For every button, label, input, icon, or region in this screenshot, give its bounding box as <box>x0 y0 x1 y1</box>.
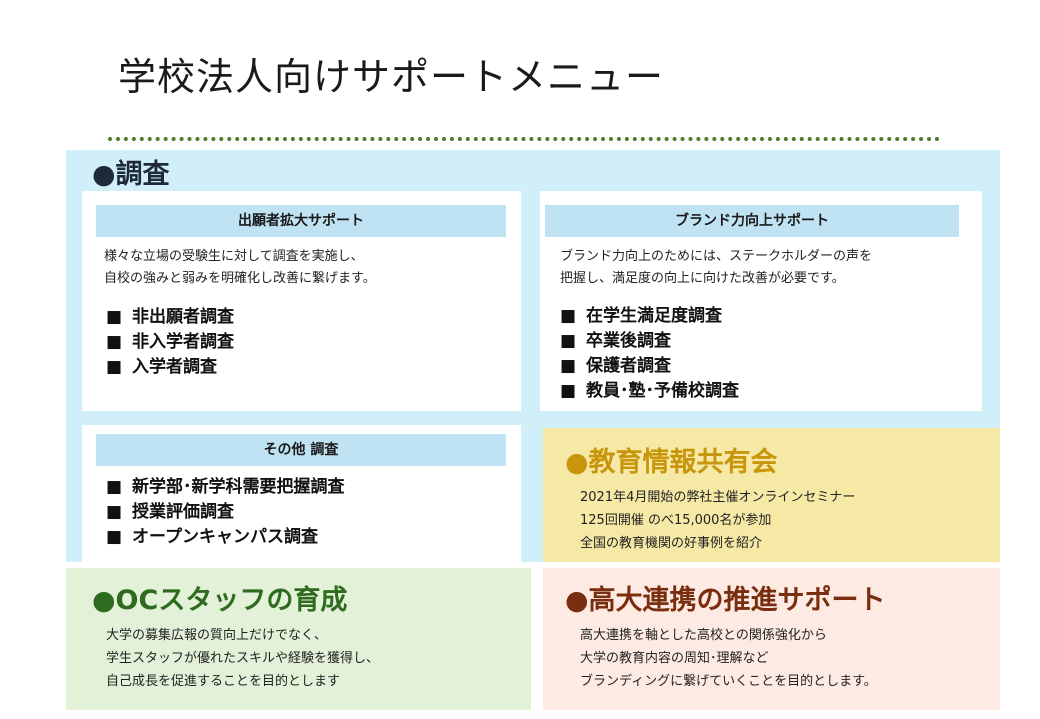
list-item: ■ オープンキャンパス調査 <box>106 525 345 550</box>
applicants-desc-line: 様々な立場の受験生に対して調査を実施し、 <box>104 249 364 264</box>
list-item: ■ 入学者調査 <box>106 355 234 380</box>
list-item-label: 入学者調査 <box>132 357 217 377</box>
applicants-desc: 様々な立場の受験生に対して調査を実施し、 自校の強みと弱みを明確化し改善に繋げま… <box>104 246 376 290</box>
square-bullet-icon: ■ <box>560 381 577 401</box>
list-item: ■ 卒業後調査 <box>560 329 739 354</box>
brand-items: ■ 在学生満足度調査 ■ 卒業後調査 ■ 保護者調査 ■ 教員･塾･予備校調査 <box>560 304 739 404</box>
list-item-label: 非出願者調査 <box>132 307 234 327</box>
oc-staff-heading: ●OCスタッフの育成 <box>92 585 348 616</box>
brand-desc-line: 把握し、満足度の向上に向けた改善が必要です。 <box>560 271 845 286</box>
list-item-label: 授業評価調査 <box>132 502 234 522</box>
other-survey-panel: その他 調査 ■ 新学部･新学科需要把握調査 ■ 授業評価調査 ■ オープンキャンパス… <box>82 425 521 562</box>
highschool-univ-line: ブランディングに繋げていくことを目的とします。 <box>580 674 877 689</box>
other-survey-header: その他 調査 <box>96 434 506 466</box>
oc-staff-line: 学生スタッフが優れたスキルや経験を獲得し、 <box>106 651 380 666</box>
brand-desc-line: ブランド力向上のためには、ステークホルダーの声を <box>560 249 873 264</box>
dotted-divider <box>108 137 940 141</box>
list-item: ■ 非入学者調査 <box>106 330 234 355</box>
list-item: ■ 授業評価調査 <box>106 500 345 525</box>
oc-staff-desc: 大学の募集広報の質向上だけでなく、 学生スタッフが優れたスキルや経験を獲得し、 … <box>106 624 379 693</box>
square-bullet-icon: ■ <box>560 331 577 351</box>
highschool-univ-line: 大学の教育内容の周知･理解など <box>580 651 769 666</box>
education-info-line: 全国の教育機関の好事例を紹介 <box>580 536 763 551</box>
applicants-panel: 出願者拡大サポート 様々な立場の受験生に対して調査を実施し、 自校の強みと弱みを… <box>82 191 521 411</box>
list-item-label: 卒業後調査 <box>586 331 671 351</box>
square-bullet-icon: ■ <box>106 527 123 547</box>
square-bullet-icon: ■ <box>106 477 123 497</box>
square-bullet-icon: ■ <box>106 307 123 327</box>
applicants-desc-line: 自校の強みと弱みを明確化し改善に繋げます。 <box>104 271 376 286</box>
highschool-univ-box: ●高大連携の推進サポート 高大連携を軸とした高校との関係強化から 大学の教育内容… <box>543 568 1000 710</box>
education-info-box: ●教育情報共有会 2021年4月開始の弊社主催オンラインセミナー 125回開催 … <box>543 428 1000 562</box>
education-info-line: 2021年4月開始の弊社主催オンラインセミナー <box>580 490 856 505</box>
other-survey-items: ■ 新学部･新学科需要把握調査 ■ 授業評価調査 ■ オープンキャンパス調査 <box>106 475 345 550</box>
list-item: ■ 在学生満足度調査 <box>560 304 739 329</box>
list-item: ■ 保護者調査 <box>560 354 739 379</box>
highschool-univ-desc: 高大連携を軸とした高校との関係強化から 大学の教育内容の周知･理解など ブランデ… <box>580 624 877 693</box>
highschool-univ-heading: ●高大連携の推進サポート <box>565 585 886 616</box>
applicants-panel-header: 出願者拡大サポート <box>96 205 506 237</box>
brand-desc: ブランド力向上のためには、ステークホルダーの声を 把握し、満足度の向上に向けた改… <box>560 246 872 290</box>
applicants-items: ■ 非出願者調査 ■ 非入学者調査 ■ 入学者調査 <box>106 305 234 380</box>
survey-heading: ●調査 <box>92 159 170 190</box>
oc-staff-box: ●OCスタッフの育成 大学の募集広報の質向上だけでなく、 学生スタッフが優れたス… <box>66 568 531 710</box>
square-bullet-icon: ■ <box>106 357 123 377</box>
list-item: ■ 新学部･新学科需要把握調査 <box>106 475 345 500</box>
list-item-label: 在学生満足度調査 <box>586 306 722 326</box>
list-item-label: 教員･塾･予備校調査 <box>586 381 739 401</box>
list-item-label: 非入学者調査 <box>132 332 234 352</box>
education-info-heading: ●教育情報共有会 <box>565 447 778 478</box>
square-bullet-icon: ■ <box>106 502 123 522</box>
brand-panel-header: ブランド力向上サポート <box>545 205 959 237</box>
oc-staff-line: 自己成長を促進することを目的とします <box>106 674 341 689</box>
list-item-label: 保護者調査 <box>586 356 671 376</box>
page-title: 学校法人向けサポートメニュー <box>118 55 665 99</box>
list-item-label: オープンキャンパス調査 <box>132 527 318 547</box>
square-bullet-icon: ■ <box>560 306 577 326</box>
list-item: ■ 非出願者調査 <box>106 305 234 330</box>
square-bullet-icon: ■ <box>560 356 577 376</box>
education-info-desc: 2021年4月開始の弊社主催オンラインセミナー 125回開催 のべ15,000名… <box>580 486 855 555</box>
education-info-line: 125回開催 のべ15,000名が参加 <box>580 513 772 528</box>
list-item-label: 新学部･新学科需要把握調査 <box>132 477 345 497</box>
oc-staff-line: 大学の募集広報の質向上だけでなく、 <box>106 628 328 643</box>
brand-panel: ブランド力向上サポート ブランド力向上のためには、ステークホルダーの声を 把握し… <box>540 191 982 411</box>
list-item: ■ 教員･塾･予備校調査 <box>560 379 739 404</box>
square-bullet-icon: ■ <box>106 332 123 352</box>
highschool-univ-line: 高大連携を軸とした高校との関係強化から <box>580 628 827 643</box>
